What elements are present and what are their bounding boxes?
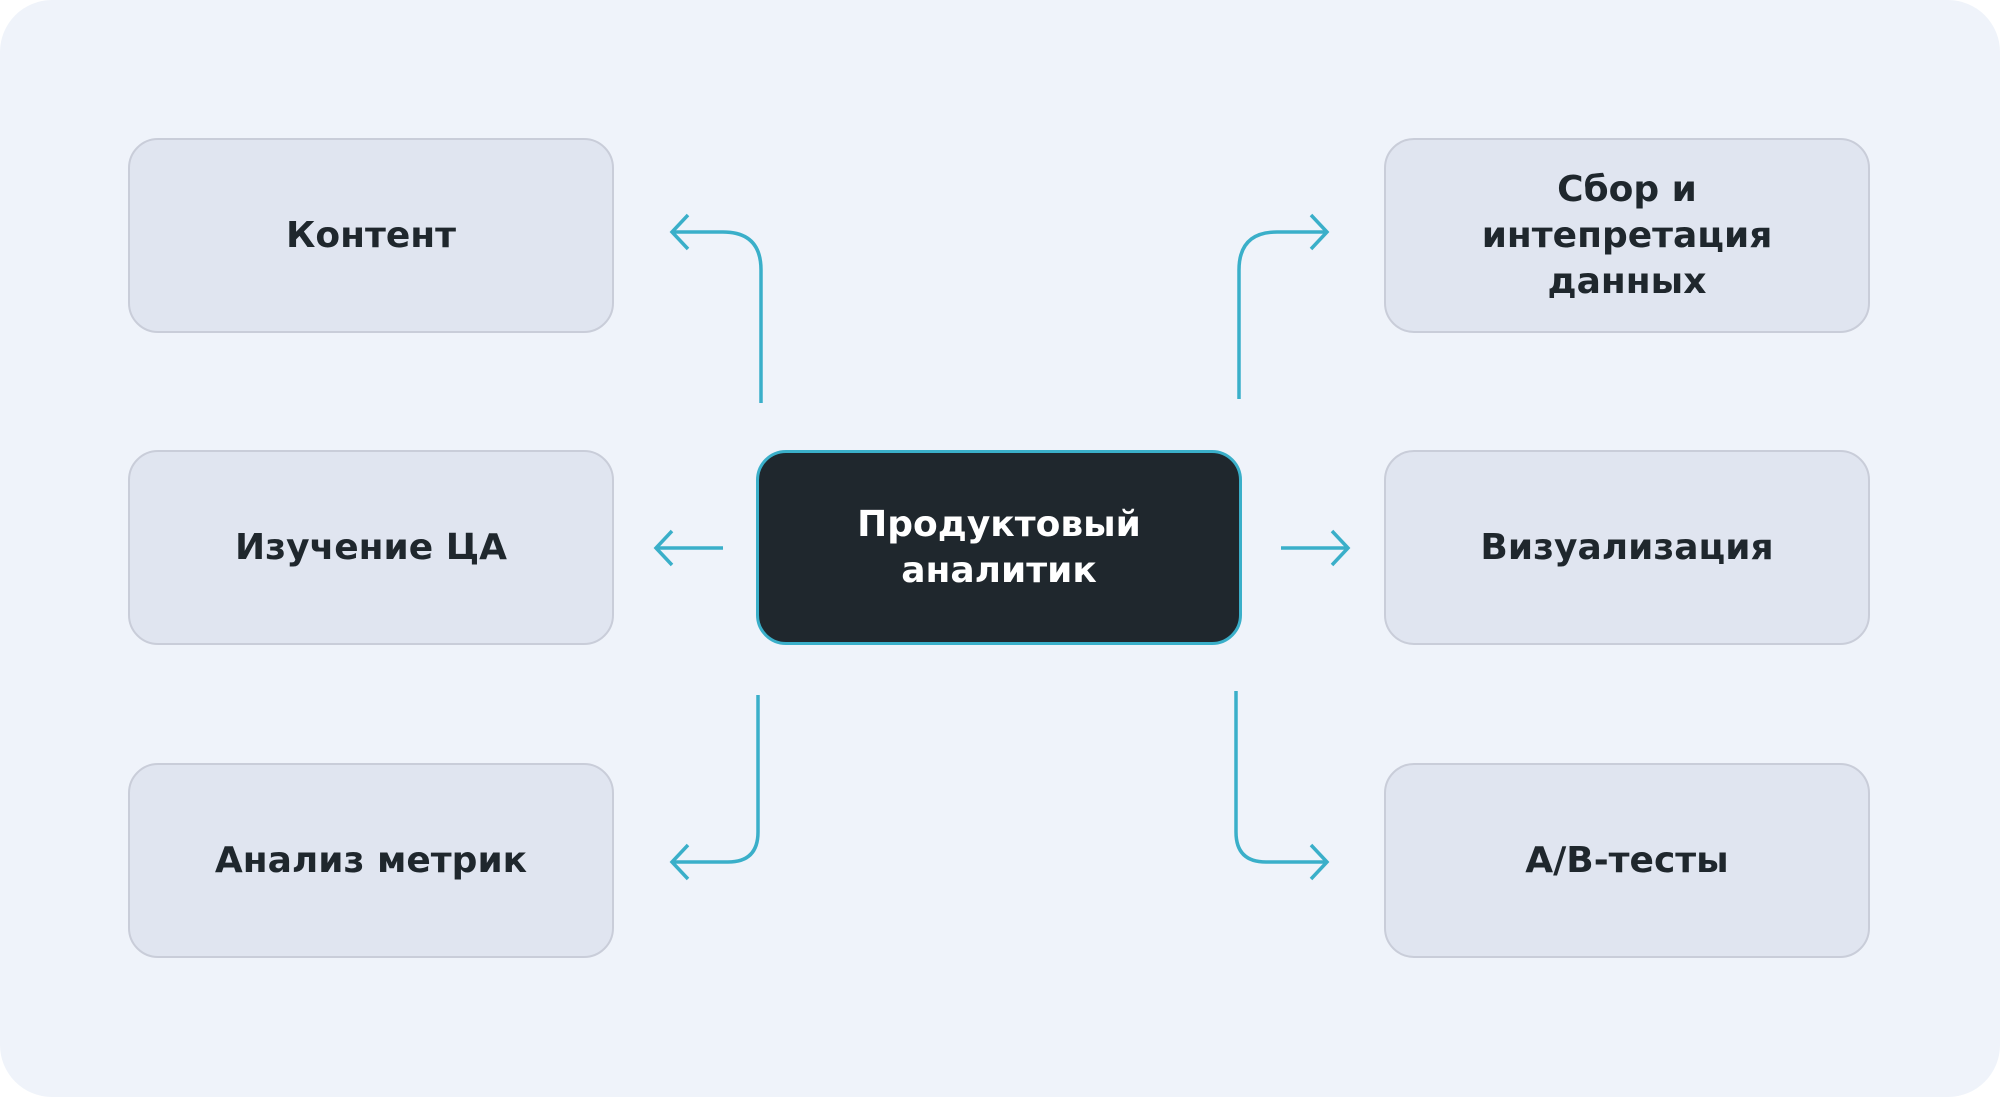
arrow-to-audience-research xyxy=(653,529,723,567)
node-label: Сбор и интепретация данных xyxy=(1481,168,1773,302)
node-audience-research: Изучение ЦА xyxy=(128,450,614,645)
node-metrics-analysis: Анализ метрик xyxy=(128,763,614,958)
arrow-to-metrics-analysis xyxy=(669,695,760,881)
center-label: Продуктовый аналитик xyxy=(857,503,1141,591)
node-label: Анализ метрик xyxy=(214,839,528,881)
arrow-to-ab-tests xyxy=(1234,691,1330,881)
node-visualization: Визуализация xyxy=(1384,450,1870,645)
node-label: Контент xyxy=(285,214,457,256)
node-data-collection: Сбор и интепретация данных xyxy=(1384,138,1870,333)
node-label: A/B-тесты xyxy=(1525,839,1729,881)
node-ab-tests: A/B-тесты xyxy=(1384,763,1870,958)
node-content: Контент xyxy=(128,138,614,333)
node-product-analyst: Продуктовый аналитик xyxy=(756,450,1242,645)
arrow-to-data-collection xyxy=(1237,213,1330,399)
node-label: Визуализация xyxy=(1480,526,1774,568)
node-label: Изучение ЦА xyxy=(235,526,507,568)
arrow-to-visualization xyxy=(1281,529,1351,567)
arrow-to-content xyxy=(669,213,763,403)
